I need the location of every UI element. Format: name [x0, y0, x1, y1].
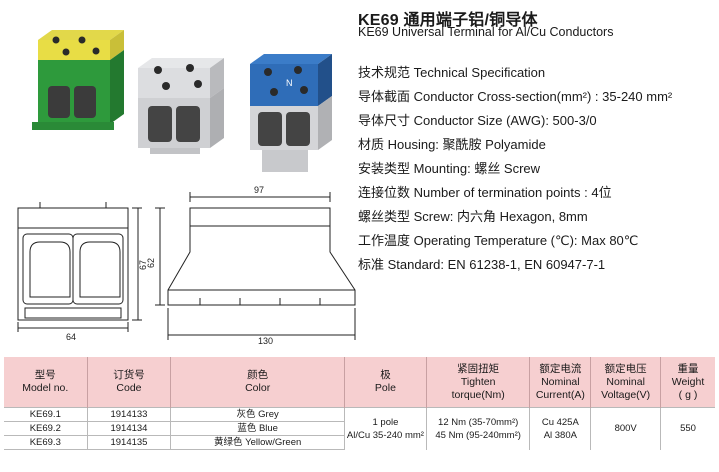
- side-top-dim: 97: [254, 185, 264, 195]
- spec-temperature: 工作温度 Operating Temperature (℃): Max 80℃: [358, 233, 639, 248]
- terminal-yellow-green-image: [32, 30, 124, 130]
- spec-cross-section: 导体截面 Conductor Cross-section(mm²) : 35-2…: [358, 89, 673, 104]
- table-row: KE69.2 1914134 蓝色 Blue: [4, 421, 715, 436]
- terminal-blue-image: N: [250, 54, 332, 172]
- cell-color: 黄绿色 Yellow/Green: [170, 435, 345, 450]
- cell-code: 1914135: [86, 435, 171, 450]
- cell-code: 1914133: [86, 407, 171, 422]
- cell-model: KE69.3: [4, 435, 88, 450]
- side-bottom-dim: 130: [258, 336, 273, 346]
- product-subtitle: KE69 Universal Terminal for Al/Cu Conduc…: [358, 25, 614, 39]
- spec-standard: 标准 Standard: EN 61238-1, EN 60947-7-1: [358, 257, 606, 272]
- cell-weight: 550: [660, 407, 715, 450]
- spec-screw: 螺丝类型 Screw: 内六角 Hexagon, 8mm: [358, 209, 588, 224]
- cell-model: KE69.1: [4, 407, 88, 422]
- side-view-drawing: [155, 192, 356, 340]
- cell-voltage: 800V: [590, 407, 661, 450]
- table-row: KE69.3 1914135 黄绿色 Yellow/Green: [4, 435, 715, 450]
- spec-awg: 导体尺寸 Conductor Size (AWG): 500-3/0: [358, 113, 597, 128]
- spec-mounting: 安装类型 Mounting: 螺丝 Screw: [358, 161, 541, 176]
- front-width-dim: 64: [66, 332, 76, 342]
- cell-torque: 12 Nm (35-70mm²)45 Nm (95-240mm²): [425, 407, 530, 450]
- product-title: KE69 通用端子铝/铜导体: [358, 12, 538, 29]
- cell-color: 灰色 Grey: [170, 407, 345, 422]
- terminal-grey-image: [138, 58, 224, 154]
- technical-drawings: 64 67 97 62 130: [17, 185, 356, 346]
- spec-housing: 材质 Housing: 聚酰胺 Polyamide: [358, 137, 546, 152]
- product-photos: N: [32, 30, 332, 172]
- neutral-n-label: N: [286, 78, 293, 88]
- cell-color: 蓝色 Blue: [170, 421, 345, 436]
- cell-code: 1914134: [86, 421, 171, 436]
- side-height-dim: 62: [146, 258, 156, 268]
- spec-termination-points: 连接位数 Number of termination points : 4位: [358, 185, 612, 200]
- front-view-drawing: [17, 202, 142, 332]
- spec-technical: 技术规范 Technical Specification: [358, 65, 546, 80]
- front-height-dim: 67: [138, 260, 148, 270]
- cell-model: KE69.2: [4, 421, 88, 436]
